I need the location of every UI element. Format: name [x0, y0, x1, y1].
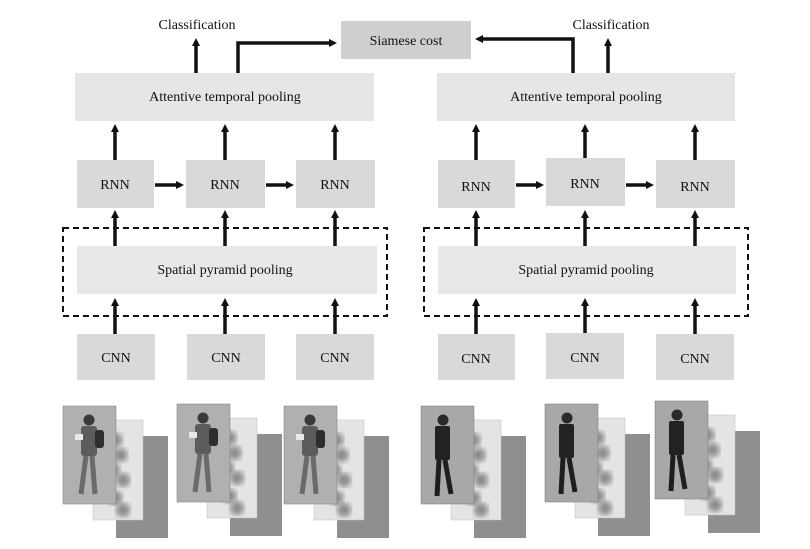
attentive-temporal-pooling-label: Attentive temporal pooling — [149, 90, 301, 105]
cnn-label: CNN — [680, 352, 710, 367]
spatial-pyramid-pooling-label: Spatial pyramid pooling — [157, 263, 292, 278]
siamese-cost-label: Siamese cost — [370, 34, 443, 49]
cnn-box — [546, 333, 624, 379]
frame-stack — [420, 405, 526, 538]
rnn-label: RNN — [680, 180, 710, 195]
cnn-label: CNN — [101, 351, 131, 366]
cnn-label: CNN — [211, 351, 241, 366]
pedestrian-frame-icon — [176, 403, 231, 503]
input-frame-stacks — [62, 400, 760, 538]
rnn-box — [546, 158, 625, 206]
cnn-box — [77, 334, 155, 380]
pedestrian-frame-icon — [544, 403, 599, 503]
rnn-label: RNN — [320, 178, 350, 193]
pedestrian-frame-icon — [654, 400, 709, 500]
cnn-box — [296, 334, 374, 380]
rnn-label: RNN — [100, 178, 130, 193]
cnn-box — [656, 334, 734, 380]
pedestrian-frame-icon — [283, 405, 338, 505]
right-branch: Classification Attentive temporal poolin… — [423, 18, 749, 380]
rnn-box — [186, 160, 265, 208]
cost-connectors — [236, 35, 575, 73]
cnn-label: CNN — [570, 351, 600, 366]
frame-stack — [176, 403, 282, 536]
cnn-label: CNN — [320, 351, 350, 366]
attentive-temporal-pooling-box — [437, 73, 735, 121]
attentive-temporal-pooling-label: Attentive temporal pooling — [510, 90, 662, 105]
rnn-label: RNN — [210, 178, 240, 193]
frame-stack — [283, 405, 389, 538]
frame-stack — [62, 405, 168, 538]
frame-stack — [654, 400, 760, 533]
cnn-label: CNN — [461, 352, 491, 367]
classification-label: Classification — [159, 18, 236, 33]
rnn-box — [656, 160, 735, 208]
rnn-box — [77, 160, 154, 208]
pedestrian-frame-icon — [420, 405, 475, 505]
left-branch: Classification Attentive temporal poolin… — [62, 18, 388, 380]
spatial-pyramid-pooling-label: Spatial pyramid pooling — [518, 263, 653, 278]
cnn-box — [187, 334, 265, 380]
rnn-box — [438, 160, 515, 208]
rnn-label: RNN — [461, 180, 491, 195]
rnn-label: RNN — [570, 177, 600, 192]
rnn-box — [296, 160, 375, 208]
spatial-pyramid-pooling-box — [77, 246, 377, 294]
frame-stack — [544, 403, 650, 536]
cnn-box — [438, 334, 515, 380]
pedestrian-frame-icon — [62, 405, 117, 505]
spatial-pyramid-pooling-box — [438, 246, 736, 294]
classification-label: Classification — [573, 18, 650, 33]
attentive-temporal-pooling-box — [75, 73, 374, 121]
siamese-cost-box: Siamese cost — [341, 21, 471, 59]
